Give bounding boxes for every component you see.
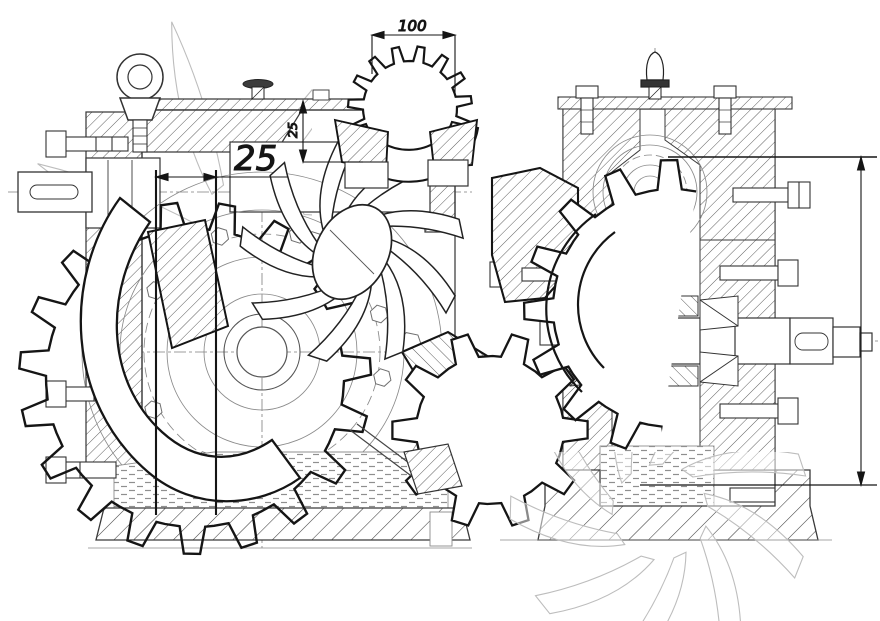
top-cover-side xyxy=(557,96,793,110)
cover-bolts-side xyxy=(575,85,737,135)
dimension-25v-label: 25 xyxy=(285,122,300,138)
cooling-fan-ghost-bottom xyxy=(509,452,807,621)
dimension-25h-label: 25 xyxy=(234,139,277,179)
dimension-100: 100 xyxy=(370,16,457,95)
cover-screw xyxy=(312,89,330,101)
ring-gear-section xyxy=(490,158,702,458)
eye-bolt xyxy=(116,53,164,153)
oil-dipstick xyxy=(349,423,463,495)
dimension-25-horizontal: 25 xyxy=(154,138,288,515)
base-plate-front xyxy=(95,507,471,541)
wheel-rim-band xyxy=(79,196,302,503)
output-shaft-keyway xyxy=(794,332,829,351)
wheel-rim-section xyxy=(146,218,230,350)
dimension-100-label: 100 xyxy=(398,17,427,35)
input-shaft xyxy=(17,171,93,213)
breather-plug xyxy=(640,51,670,100)
dimension-height-unlabeled xyxy=(640,154,877,488)
drain-plug xyxy=(45,456,117,484)
oil-fill-plug xyxy=(242,79,274,100)
pinion-gear xyxy=(333,45,480,189)
dimension-25-vertical: 25 xyxy=(284,99,363,164)
